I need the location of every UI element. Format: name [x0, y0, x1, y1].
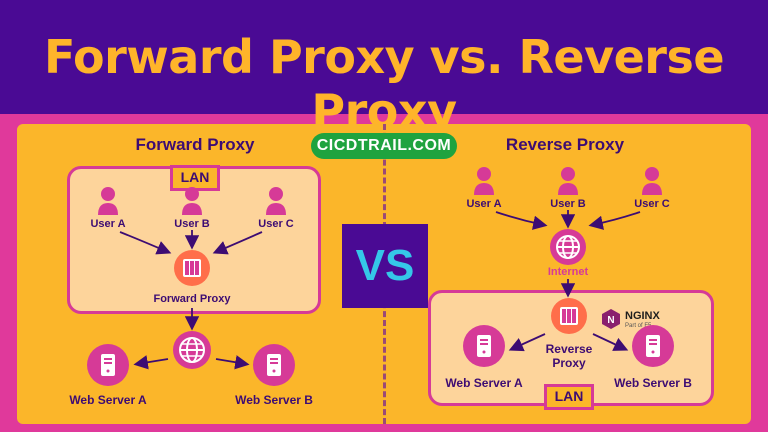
forward-web-server-b-label: Web Server B: [235, 393, 313, 407]
forward-proxy-label: Forward Proxy: [153, 293, 231, 305]
user-icon: [472, 166, 496, 196]
page-title: Forward Proxy vs. Reverse Proxy: [43, 30, 725, 138]
reverse-user-c-label: User C: [634, 198, 670, 210]
svg-text:N: N: [607, 315, 614, 326]
nginx-logo-icon: N: [602, 309, 620, 329]
forward-user-c-label: User C: [258, 218, 294, 230]
nginx-logo-text: NGINX: [625, 310, 660, 322]
web-server-icon: [463, 325, 505, 367]
header-bar: [0, 0, 768, 114]
reverse-proxy-title: Reverse Proxy: [505, 135, 625, 154]
reverse-lan-tag: LAN: [544, 384, 594, 410]
reverse-user-a-label: User A: [466, 198, 502, 210]
web-server-icon: [253, 344, 295, 386]
server-rack-icon: [174, 250, 210, 286]
reverse-web-server-a-label: Web Server A: [445, 376, 523, 390]
user-icon: [264, 186, 288, 216]
vs-box: VS: [342, 224, 428, 308]
forward-proxy-title: Forward Proxy: [135, 135, 255, 154]
user-icon: [640, 166, 664, 196]
forward-user-b-label: User B: [174, 218, 210, 230]
web-server-icon: [632, 325, 674, 367]
globe-icon: [173, 331, 211, 369]
reverse-user-b-label: User B: [550, 198, 586, 210]
site-badge[interactable]: CICDTRAIL.COM: [311, 133, 457, 159]
internet-label: Internet: [547, 266, 589, 278]
user-icon: [96, 186, 120, 216]
reverse-proxy-label: Reverse Proxy: [545, 342, 593, 370]
user-icon: [180, 186, 204, 216]
nginx-logo-subtext: Part of F5: [625, 323, 652, 329]
user-icon: [556, 166, 580, 196]
server-rack-icon: [551, 298, 587, 334]
forward-lan-tag: LAN: [170, 165, 220, 191]
globe-icon: [550, 229, 586, 265]
forward-user-a-label: User A: [90, 218, 126, 230]
reverse-web-server-b-label: Web Server B: [614, 376, 692, 390]
forward-web-server-a-label: Web Server A: [69, 393, 147, 407]
web-server-icon: [87, 344, 129, 386]
